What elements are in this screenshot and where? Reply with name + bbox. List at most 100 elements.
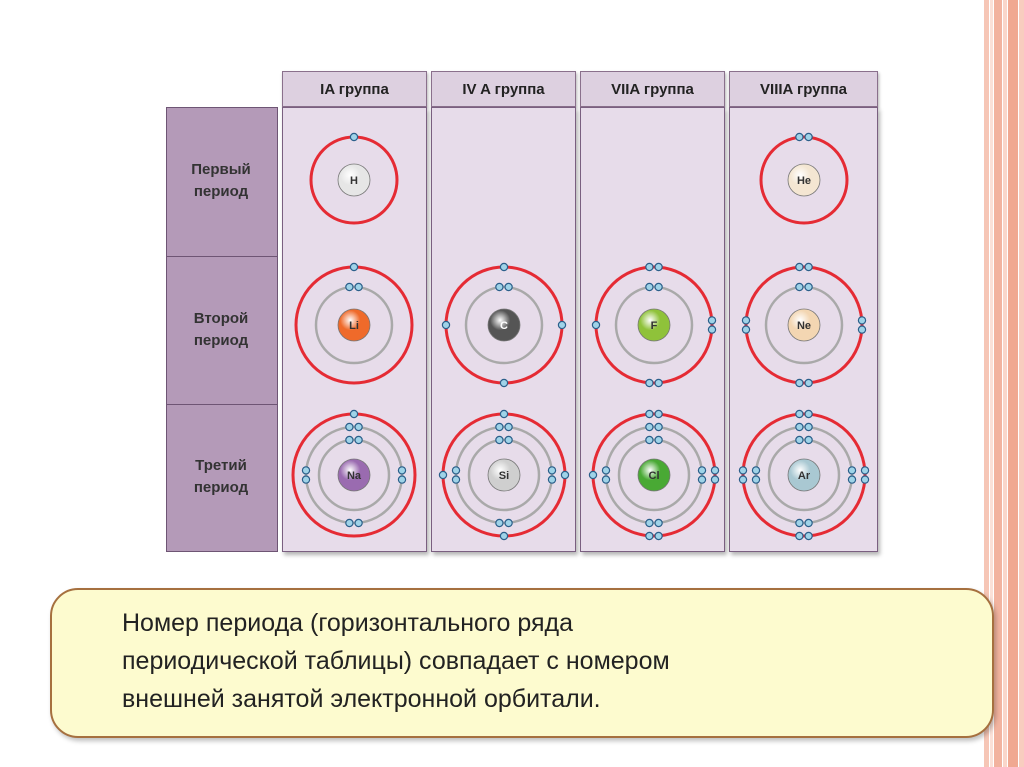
- electron: [645, 422, 654, 432]
- electron: [499, 262, 509, 272]
- electron: [804, 531, 813, 541]
- electron: [588, 470, 598, 480]
- electron: [795, 409, 804, 419]
- nucleus: [487, 308, 521, 342]
- electron: [547, 475, 557, 484]
- element-symbol: F: [651, 320, 658, 332]
- explanation-text: Номер периода (горизонтального ряда пери…: [122, 609, 670, 713]
- electron: [495, 422, 504, 432]
- atom-li: Li: [294, 262, 414, 385]
- electron: [504, 518, 513, 528]
- atom-h: H: [309, 132, 399, 225]
- electron: [795, 132, 804, 142]
- inner-shell: [454, 425, 554, 525]
- nucleus: [787, 458, 821, 492]
- electron: [804, 262, 813, 272]
- electron: [441, 320, 451, 330]
- column-header-label: IA группа: [320, 80, 389, 98]
- element-symbol: H: [350, 175, 358, 187]
- electron: [804, 422, 813, 432]
- electron: [654, 518, 663, 528]
- electron: [804, 378, 813, 388]
- electron: [345, 282, 354, 292]
- electron: [560, 470, 570, 480]
- electron: [795, 518, 804, 528]
- electron: [495, 435, 504, 445]
- electron: [345, 518, 354, 528]
- inner-shell: [464, 285, 544, 365]
- atom-na: Na: [291, 409, 417, 538]
- nucleus: [487, 458, 521, 492]
- nucleus: [337, 308, 371, 342]
- electron: [345, 422, 354, 432]
- row-label-period-2: [166, 256, 278, 405]
- outer-shell: [744, 265, 864, 385]
- element-symbol: Li: [349, 320, 359, 332]
- electron: [349, 409, 359, 419]
- electron: [795, 531, 804, 541]
- electron: [697, 475, 707, 484]
- atom-ne: Ne: [741, 262, 867, 388]
- atom-he: He: [759, 132, 849, 225]
- electron: [795, 282, 804, 292]
- electron: [707, 316, 717, 325]
- electron: [499, 409, 509, 419]
- electron: [697, 466, 707, 475]
- column-header-label: VIIIA группа: [760, 80, 847, 98]
- nucleus: [787, 163, 821, 197]
- electron: [438, 470, 448, 480]
- element-symbol: Si: [499, 470, 509, 482]
- electron: [495, 282, 504, 292]
- electron: [795, 422, 804, 432]
- electron: [847, 475, 857, 484]
- electron: [804, 518, 813, 528]
- electron: [645, 518, 654, 528]
- electron: [397, 466, 407, 475]
- electron: [504, 422, 513, 432]
- element-symbol: Ne: [797, 320, 811, 332]
- electron: [804, 132, 813, 142]
- inner-shell: [614, 285, 694, 365]
- electron: [495, 518, 504, 528]
- atom-si: Si: [438, 409, 570, 541]
- electron: [547, 466, 557, 475]
- electron: [601, 475, 611, 484]
- atom-c: C: [441, 262, 567, 388]
- electron: [751, 466, 761, 475]
- electron: [751, 475, 761, 484]
- electron: [354, 518, 363, 528]
- electron: [349, 262, 359, 272]
- nucleus: [787, 308, 821, 342]
- inner-shell: [767, 438, 841, 512]
- inner-shell: [304, 425, 404, 525]
- element-symbol: Ar: [798, 470, 811, 482]
- inner-shell: [314, 285, 394, 365]
- electron: [645, 531, 654, 541]
- nucleus: [637, 458, 671, 492]
- element-symbol: Cl: [649, 470, 660, 482]
- inner-shell: [754, 425, 854, 525]
- electron: [857, 325, 867, 334]
- electron: [804, 282, 813, 292]
- electron: [645, 435, 654, 445]
- electron: [804, 409, 813, 419]
- column-header-ia: IA группа: [282, 71, 427, 107]
- electron: [741, 325, 751, 334]
- electron: [557, 320, 567, 330]
- electron: [354, 435, 363, 445]
- electron: [804, 435, 813, 445]
- element-symbol: C: [500, 320, 508, 332]
- electron: [707, 325, 717, 334]
- electron: [601, 466, 611, 475]
- electron: [301, 475, 311, 484]
- electron: [591, 320, 601, 330]
- atom-ar: Ar: [738, 409, 870, 541]
- electron: [710, 466, 720, 475]
- electron: [860, 466, 870, 475]
- electron: [847, 466, 857, 475]
- column-header-iva: IV A группа: [431, 71, 576, 107]
- explanation-box: Номер периода (горизонтального ряда пери…: [50, 588, 994, 738]
- electron: [451, 466, 461, 475]
- electron: [354, 282, 363, 292]
- electron: [654, 262, 663, 272]
